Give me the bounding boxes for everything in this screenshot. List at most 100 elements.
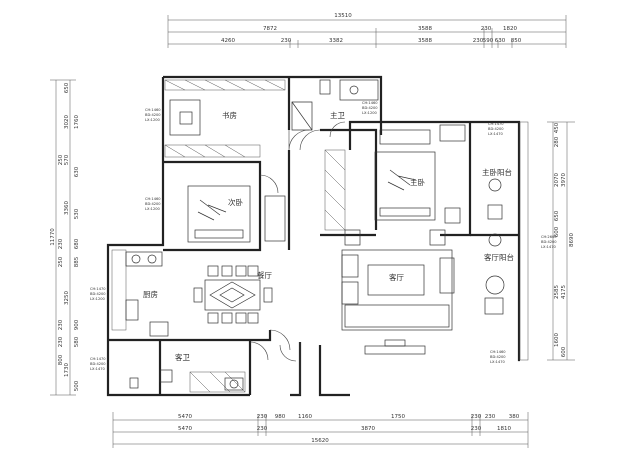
- furniture: [125, 79, 505, 391]
- dim-left-p5: 230: [58, 336, 64, 347]
- note-study-3: LX:1200: [145, 118, 161, 122]
- bath-cabinet: [339, 79, 379, 101]
- dim-right-m3: 2070: [554, 173, 560, 187]
- dim-top-r2-8: 850: [511, 38, 522, 44]
- sofa: [341, 249, 453, 331]
- dim-left-12: 580: [74, 336, 80, 347]
- label-guest-bath: 客卫: [175, 352, 190, 362]
- coffee-table: [367, 264, 425, 296]
- dim-left-11: 900: [74, 319, 80, 330]
- dim-bottom-8: 380: [509, 414, 520, 420]
- dining-table: [204, 279, 261, 311]
- doors: [249, 121, 346, 395]
- dim-bottom-7: 230: [485, 414, 496, 420]
- note-sbed-1: CH:1460: [145, 197, 161, 201]
- dim-left-p2: 230: [58, 238, 64, 249]
- dim-right-m1: 450: [554, 122, 560, 133]
- dim-left-2: 3020: [64, 115, 70, 129]
- dimension-lines: [50, 15, 575, 448]
- dim-right-1: 3970: [561, 173, 567, 187]
- dim-left-p4: 230: [58, 319, 64, 330]
- label-master-balcony: 主卧阳台: [482, 167, 512, 177]
- note-gbath-1: CH:1470: [90, 357, 106, 361]
- tv-cabinet: [364, 345, 426, 355]
- dim-left-8: 680: [74, 238, 80, 249]
- dim-bottom-1: 5470: [178, 414, 192, 420]
- dim-top-r2-1: 4260: [221, 38, 235, 44]
- dim-top-3: 230: [481, 26, 492, 32]
- note-lbal-2: BD:4200: [541, 240, 557, 244]
- dim-bottom-r2-2: 230: [257, 426, 268, 432]
- note-balcony-1: CH:1470: [488, 122, 504, 126]
- dim-bottom-4: 1160: [298, 414, 312, 420]
- dim-right-total: 8690: [569, 233, 575, 247]
- label-kitchen: 厨房: [143, 289, 158, 299]
- dim-bottom-6: 230: [471, 414, 482, 420]
- dim-right-m7: 1600: [554, 333, 560, 347]
- note-lbot-1: CH:1460: [490, 350, 506, 354]
- dim-right-m2: 280: [554, 136, 560, 147]
- dim-right-2: 4175: [561, 285, 567, 299]
- top-dimensions: 13510 7872 3588 230 1820 4260 230 3382 3…: [221, 13, 522, 44]
- left-dimensions: 11770 650 3020 1760 570 630 3360 530 680…: [50, 82, 80, 391]
- dim-left-3: 1760: [74, 115, 80, 129]
- note-balcony-3: LX:1470: [488, 132, 504, 136]
- note-gbath-2: BD:4200: [90, 362, 106, 366]
- dim-bottom-r2-1: 5470: [178, 426, 192, 432]
- note-lbal-1: CH:2600: [541, 235, 557, 239]
- note-study-1: CH:1460: [145, 108, 161, 112]
- label-living-balcony: 客厅阳台: [484, 252, 514, 262]
- dim-right-3: 600: [561, 346, 567, 357]
- note-kitchen-3: LX:1200: [90, 297, 106, 301]
- label-study: 书房: [222, 110, 237, 120]
- dim-top-r2-6: 590: [483, 38, 494, 44]
- dim-left-13: 1730: [64, 363, 70, 377]
- dim-top-r2-7: 630: [495, 38, 506, 44]
- note-lbal-3: LX:1470: [541, 245, 557, 249]
- dim-left-5: 630: [74, 166, 80, 177]
- dim-bottom-r2-4: 230: [471, 426, 482, 432]
- dim-left-total: 11770: [50, 228, 56, 246]
- note-kitchen-1: CH:1470: [90, 287, 106, 291]
- study-desk: [169, 99, 201, 136]
- note-mbath-1: CH:1460: [362, 101, 378, 105]
- dim-left-1: 650: [64, 82, 70, 93]
- dim-bottom-r2-5: 1810: [497, 426, 511, 432]
- note-kitchen-2: BD:4200: [90, 292, 106, 296]
- dim-left-7: 530: [74, 208, 80, 219]
- note-lbot-3: LX:1470: [490, 360, 506, 364]
- dim-top-4: 1820: [503, 26, 517, 32]
- dim-right-m5: 600: [554, 226, 560, 237]
- dim-top-r2-2: 230: [281, 38, 292, 44]
- note-lbot-2: BD:4200: [490, 355, 506, 359]
- dim-left-p1: 250: [58, 154, 64, 165]
- washbasin: [224, 377, 244, 391]
- note-mbath-3: LX:1200: [362, 111, 378, 115]
- label-living: 客厅: [389, 272, 404, 282]
- note-sbed-3: LX:1200: [145, 207, 161, 211]
- dim-bottom-r2-3: 3870: [361, 426, 375, 432]
- dim-left-10: 3250: [64, 291, 70, 305]
- note-gbath-3: LX:1470: [90, 367, 106, 371]
- dim-right-m6: 2585: [554, 285, 560, 299]
- note-sbed-2: BD:4200: [145, 202, 161, 206]
- room-labels: 书房 主卫 主卧 主卧阳台 次卧 餐厅 客厅 厨房 客卫 客厅阳台: [143, 110, 514, 362]
- dim-top-1: 7872: [263, 26, 277, 32]
- dim-top-r2-5: 230: [473, 38, 484, 44]
- dim-left-14: 500: [74, 380, 80, 391]
- wall-hatching: [111, 79, 529, 393]
- note-mbath-2: BD:4200: [362, 106, 378, 110]
- dim-left-p3: 250: [58, 256, 64, 267]
- height-notes: CH:1460 BD:4200 LX:1200 CH:1460 BD:4200 …: [90, 101, 557, 371]
- label-master-bedroom: 主卧: [410, 177, 425, 187]
- dim-right-m4: 650: [554, 210, 560, 221]
- dim-top-r2-4: 3588: [418, 38, 432, 44]
- note-study-2: BD:4200: [145, 113, 161, 117]
- dim-left-6: 3360: [64, 201, 70, 215]
- dim-top-total: 13510: [334, 13, 352, 19]
- label-dining: 餐厅: [257, 271, 272, 280]
- label-master-bath: 主卫: [330, 110, 345, 120]
- dim-top-r2-3: 3382: [329, 38, 343, 44]
- dim-left-p6: 800: [58, 354, 64, 365]
